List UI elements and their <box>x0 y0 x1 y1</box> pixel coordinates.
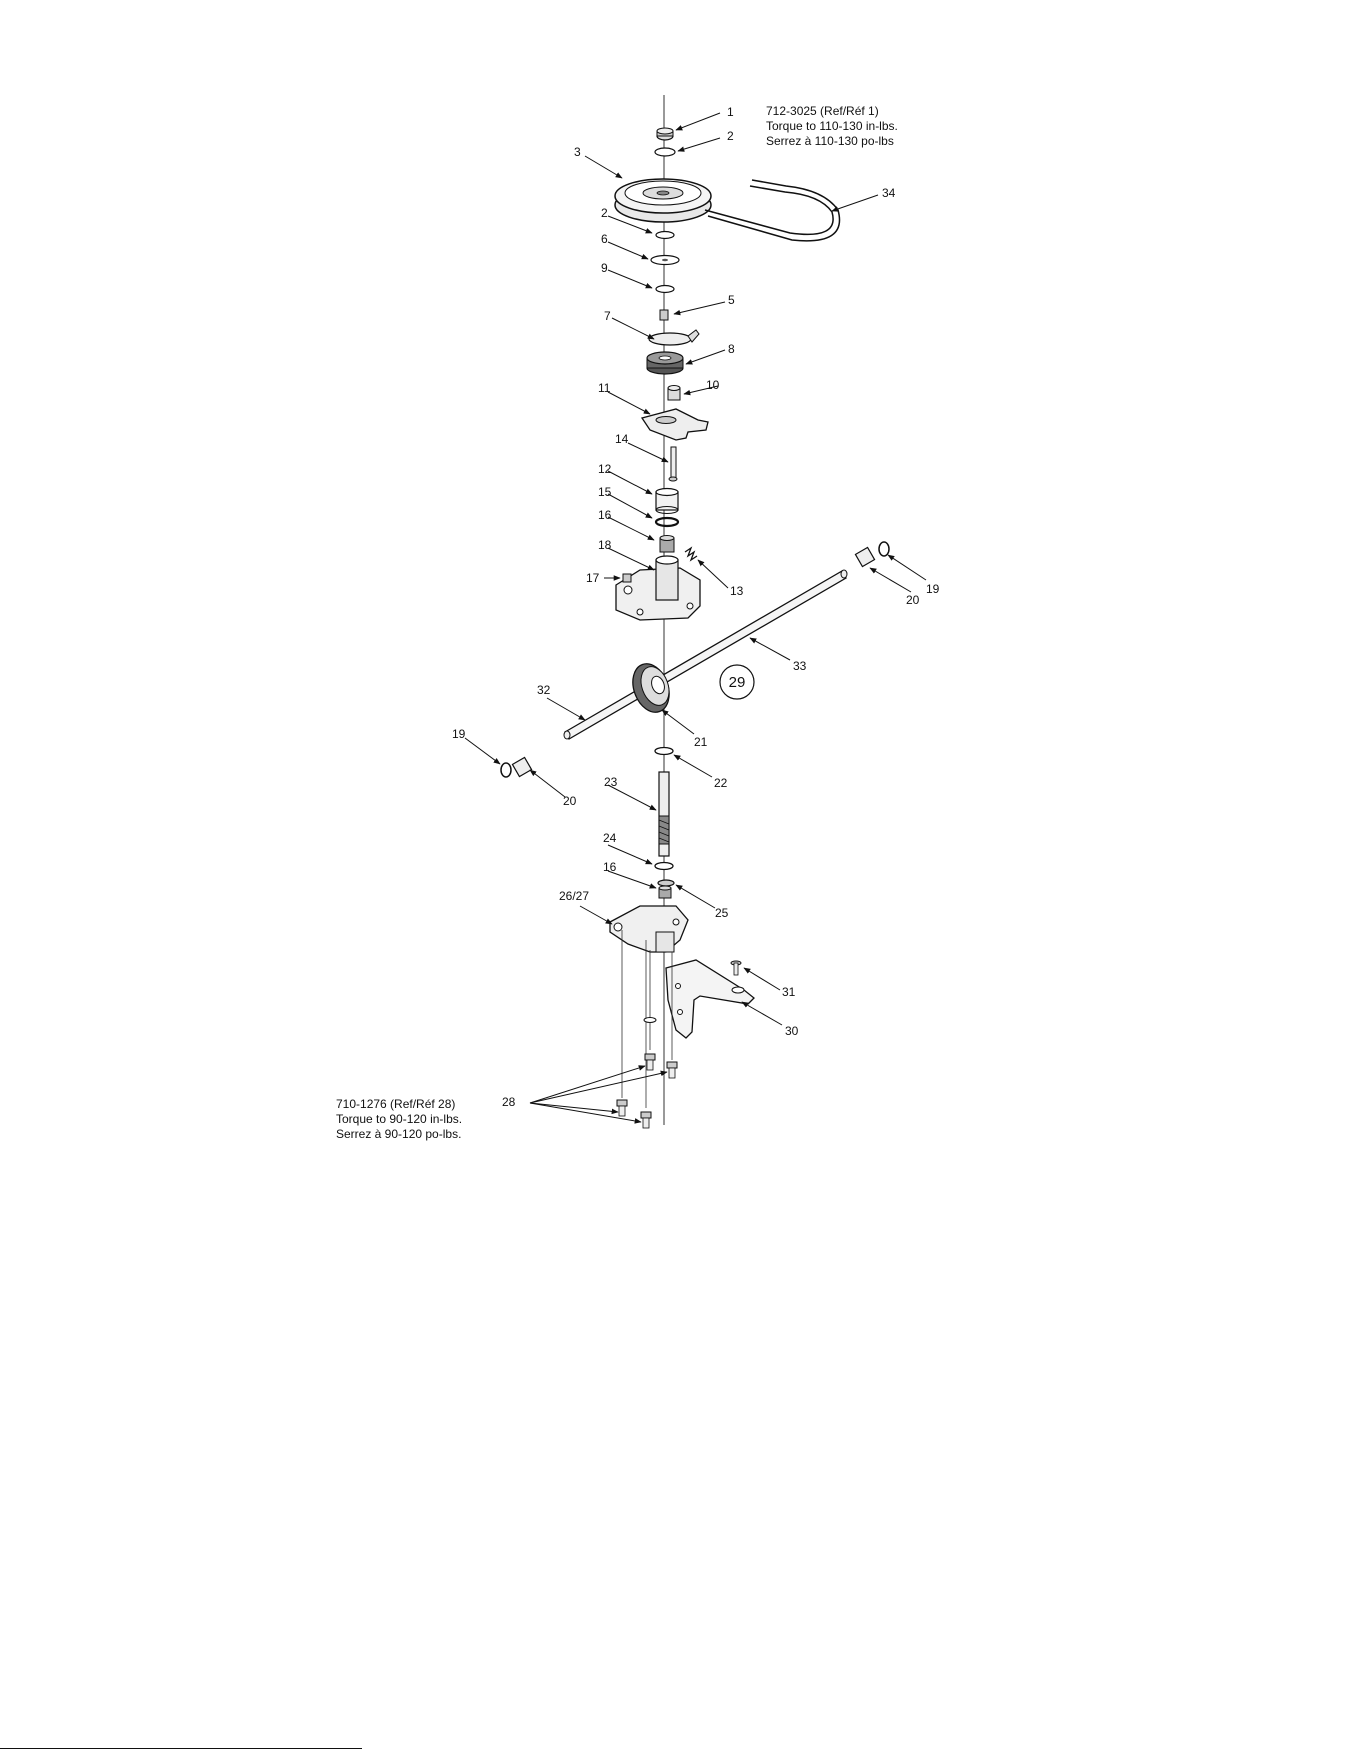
part-5-key <box>660 310 668 320</box>
callout-31: 31 <box>782 985 796 999</box>
part-25-washer <box>658 880 674 886</box>
assembly-ref-label: 29 <box>729 674 746 691</box>
callout-17: 17 <box>586 571 600 585</box>
callout-13: 13 <box>730 584 744 598</box>
callout-19-left: 19 <box>452 727 466 741</box>
part-31-screw <box>731 961 741 975</box>
part-14-pin <box>669 447 677 481</box>
torque-note-bottom-en: Torque to 90-120 in-lbs. <box>336 1112 462 1127</box>
part-30-bracket <box>666 960 754 1038</box>
part-16-bearing-lower <box>659 886 671 898</box>
part-2-washer-top <box>655 148 675 156</box>
part-8-bearing <box>647 352 683 374</box>
part-10-bushing <box>668 386 680 401</box>
callout-12: 12 <box>598 462 612 476</box>
callout-24: 24 <box>603 831 617 845</box>
part-9-washer <box>656 286 674 293</box>
callout-16-lower: 16 <box>603 860 617 874</box>
callout-9: 9 <box>601 261 608 275</box>
callout-15: 15 <box>598 485 612 499</box>
part-23-worm-shaft <box>659 772 669 856</box>
torque-note-bottom: 710-1276 (Ref/Réf 28) Torque to 90-120 i… <box>336 1097 462 1142</box>
part-19-ring-left <box>501 763 511 777</box>
part-16-bearing-upper <box>660 536 674 553</box>
part-21-gear <box>626 659 675 718</box>
callout-25: 25 <box>715 906 729 920</box>
part-19-ring-right <box>879 542 889 556</box>
part-13-spring <box>685 548 697 560</box>
torque-note-top: 712-3025 (Ref/Réf 1) Torque to 110-130 i… <box>766 104 898 149</box>
callout-20-right: 20 <box>906 593 920 607</box>
torque-note-top-part: 712-3025 (Ref/Réf 1) <box>766 104 898 119</box>
callout-18: 18 <box>598 538 612 552</box>
part-22-washer <box>655 748 673 755</box>
callout-21: 21 <box>694 735 708 749</box>
callout-11: 11 <box>598 381 611 395</box>
part-2-washer-lower <box>656 232 674 239</box>
callout-6: 6 <box>601 232 608 246</box>
callout-23: 23 <box>604 775 618 789</box>
callout-1: 1 <box>727 105 734 119</box>
footer-rule <box>0 1748 362 1749</box>
callout-8: 8 <box>728 342 735 356</box>
callout-5: 5 <box>728 293 735 307</box>
callout-28: 28 <box>502 1095 516 1109</box>
callout-22: 22 <box>714 776 728 790</box>
part-24-washer <box>655 863 673 870</box>
callout-2-lower: 2 <box>601 206 608 220</box>
callout-20-left: 20 <box>563 794 577 808</box>
callout-10: 10 <box>706 378 720 392</box>
callout-30: 30 <box>785 1024 799 1038</box>
part-12-sleeve <box>656 489 678 514</box>
callout-33: 33 <box>793 659 807 673</box>
callout-19-right: 19 <box>926 582 940 596</box>
part-34-belt <box>705 180 840 241</box>
callout-16-upper: 16 <box>598 508 612 522</box>
part-15-ring <box>656 518 678 526</box>
torque-note-top-en: Torque to 110-130 in-lbs. <box>766 119 898 134</box>
callout-26-27: 26/27 <box>559 889 589 903</box>
torque-note-bottom-part: 710-1276 (Ref/Réf 28) <box>336 1097 462 1112</box>
part-28-bolts <box>617 930 677 1128</box>
torque-note-top-fr: Serrez à 110-130 po-lbs <box>766 134 898 149</box>
callout-34: 34 <box>882 186 896 200</box>
part-17-screw <box>623 574 631 582</box>
callout-7: 7 <box>604 309 611 323</box>
axle-shaft <box>564 570 847 739</box>
part-3-pulley <box>615 179 711 222</box>
torque-note-bottom-fr: Serrez à 90-120 po-lbs. <box>336 1127 462 1142</box>
part-11-bracket <box>642 409 708 440</box>
callout-2-top: 2 <box>727 129 734 143</box>
callout-3: 3 <box>574 145 581 159</box>
part-20-bushing-left <box>512 757 531 776</box>
callout-32: 32 <box>537 683 551 697</box>
assembly-ref-circle: 29 <box>720 665 754 699</box>
part-20-bushing-right <box>855 547 874 566</box>
part-18-gear-case <box>616 556 700 620</box>
part-7-plate <box>649 330 699 345</box>
part-1-nut <box>657 128 673 140</box>
callout-14: 14 <box>615 432 629 446</box>
